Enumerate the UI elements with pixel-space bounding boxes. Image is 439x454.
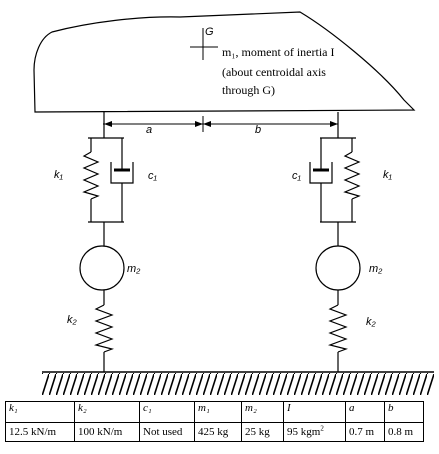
left-damper-c1 — [110, 138, 134, 222]
right-suspension — [309, 112, 361, 372]
table-header-row: k₁ k₂ c₁ m₁ m₂ I a b — [5, 401, 424, 423]
value-inertia-text: 95 kgm — [287, 426, 321, 438]
left-k1-label: k₁ — [54, 169, 64, 181]
right-k1-label: k₁ — [383, 169, 393, 181]
value-a: 0.7 m — [345, 422, 385, 442]
header-m1: m₁ — [194, 401, 242, 423]
right-k2-label: k₂ — [366, 316, 377, 328]
mass1-description-line1: m₁, moment of inertia I — [222, 45, 335, 59]
header-k1: k₁ — [5, 401, 75, 423]
value-k1: 12.5 kN/m — [5, 422, 75, 442]
left-m2-label: m₂ — [127, 263, 141, 275]
parameter-table: k₁ k₂ c₁ m₁ m₂ I a b 12.5 kN/m 100 kN/m … — [5, 401, 424, 442]
header-c1: c₁ — [139, 401, 195, 423]
right-wheel-mass-m2 — [315, 245, 361, 291]
left-k2-label: k₂ — [67, 314, 78, 326]
dimension-b-label: b — [255, 124, 261, 136]
left-c1-label: c₁ — [148, 170, 158, 182]
value-inertia: 95 kgm2 — [283, 422, 346, 442]
value-k2: 100 kN/m — [74, 422, 140, 442]
value-b: 0.8 m — [384, 422, 424, 442]
inertia-exponent: 2 — [320, 424, 324, 433]
header-inertia: I — [283, 401, 346, 423]
right-damper-c1 — [309, 138, 333, 222]
left-wheel-mass-m2 — [79, 245, 125, 291]
mass1-description-line3: through G) — [222, 83, 275, 97]
arrow-b-left — [203, 121, 211, 127]
ground-hatching — [42, 373, 434, 395]
centroid-label: G — [205, 26, 214, 38]
header-m2: m₂ — [241, 401, 284, 423]
arrow-b-right — [330, 121, 338, 127]
arrow-a-right — [195, 121, 203, 127]
value-m2: 25 kg — [241, 422, 284, 442]
right-spring-k2 — [327, 304, 349, 353]
mass1-description-line2: (about centroidal axis — [222, 65, 326, 79]
right-c1-label: c₁ — [292, 170, 302, 182]
left-spring-k1 — [82, 138, 100, 222]
value-m1: 425 kg — [194, 422, 242, 442]
header-k2: k₂ — [74, 401, 140, 423]
arrow-a-left — [104, 121, 112, 127]
table-values-row: 12.5 kN/m 100 kN/m Not used 425 kg 25 kg… — [5, 422, 424, 442]
right-spring-k1 — [343, 138, 361, 222]
header-b: b — [384, 401, 424, 423]
header-a: a — [345, 401, 385, 423]
car-body — [33, 11, 416, 113]
left-spring-k2 — [93, 304, 115, 353]
right-m2-label: m₂ — [369, 263, 383, 275]
suspension-diagram: G m₁, moment of inertia I (about centroi… — [33, 11, 434, 395]
value-c1: Not used — [139, 422, 195, 442]
left-suspension — [79, 112, 134, 372]
dimension-a-label: a — [146, 124, 152, 136]
